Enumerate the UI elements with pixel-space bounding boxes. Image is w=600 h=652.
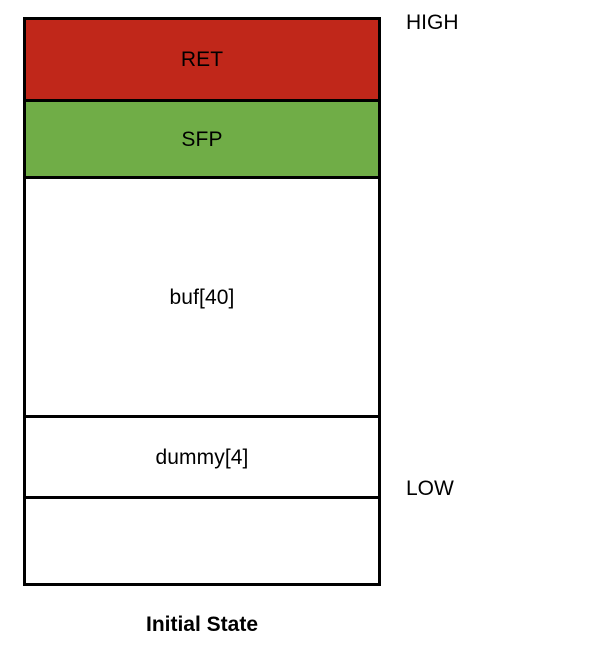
stack-cell-label-dummy: dummy[4] xyxy=(155,445,249,469)
address-marker-low: LOW xyxy=(406,477,454,500)
diagram-caption: Initial State xyxy=(145,613,259,636)
stack-cell-sfp: SFP xyxy=(26,102,378,179)
stack-cell-dummy: dummy[4] xyxy=(26,418,378,499)
stack-cell-label-ret: RET xyxy=(180,48,224,71)
stack-cell-label-sfp: SFP xyxy=(181,127,223,151)
stack-cell-empty xyxy=(26,499,378,583)
stack-cell-label-buf: buf[40] xyxy=(169,285,235,309)
address-marker-high: HIGH xyxy=(406,11,459,34)
stack-cell-ret: RET xyxy=(26,20,378,102)
stack-cell-buf: buf[40] xyxy=(26,179,378,418)
stack-frame-box: RET SFP buf[40] dummy[4] xyxy=(23,17,381,586)
